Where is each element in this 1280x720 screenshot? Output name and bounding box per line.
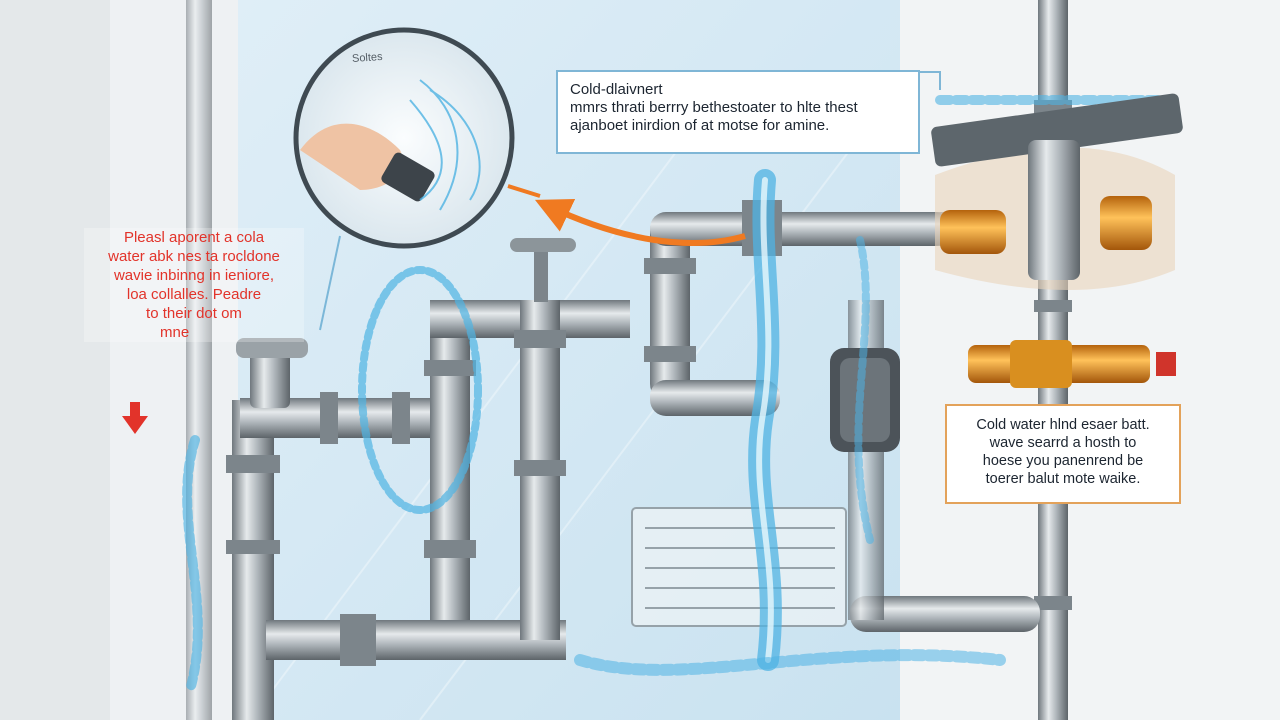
lens-label: Soltes [351, 50, 383, 66]
down-arrow-icon [122, 402, 148, 434]
hand-icon [300, 123, 403, 190]
callout-top: Cold-dlaivnert mmrs thrati berrry bethes… [556, 70, 920, 154]
callout-top-line: Cold-dlaivnert [570, 81, 663, 98]
water-flow [182, 95, 1180, 695]
right-valve-assembly [931, 93, 1183, 388]
callout-right-line: wave searrd a hosth to [989, 435, 1137, 451]
lens-pointer-arrow [507, 184, 541, 198]
faucet-icon [236, 338, 308, 358]
note-left-line: Pleasl aporent a cola [123, 229, 265, 246]
callout-right-line: Cold water hlnd esaer batt. [976, 417, 1150, 433]
callout-top-line: mmrs thrati berrry bethestoater to hlte … [570, 99, 858, 116]
note-left: Pleasl aporent a cola water abk nes ta r… [84, 228, 304, 342]
flow-arrow [534, 198, 746, 246]
callout-top-connector [920, 71, 941, 90]
magnifier-lens [293, 27, 515, 331]
callout-right-line: toerer balut mote waike. [985, 471, 1141, 487]
left-pipe-assembly [226, 238, 630, 720]
callout-right: Cold water hlnd esaer batt. wave searrd … [945, 404, 1181, 504]
note-left-line: water abk nes ta rocldone [108, 248, 280, 265]
note-left-line: loa collalles. Peadre [126, 286, 262, 303]
note-left-line: wavie inbinng in ieniore, [113, 267, 275, 284]
callout-right-line: hoese you panenrend be [982, 453, 1144, 469]
note-left-line: mne [160, 324, 190, 341]
pressure-gauge-icon [830, 348, 900, 452]
valve-icon [510, 238, 576, 252]
note-left-line: to their dot om [146, 305, 242, 322]
radiator-grille [631, 507, 847, 627]
callout-top-line: ajanboet inirdion of at motse for amine. [570, 117, 830, 134]
